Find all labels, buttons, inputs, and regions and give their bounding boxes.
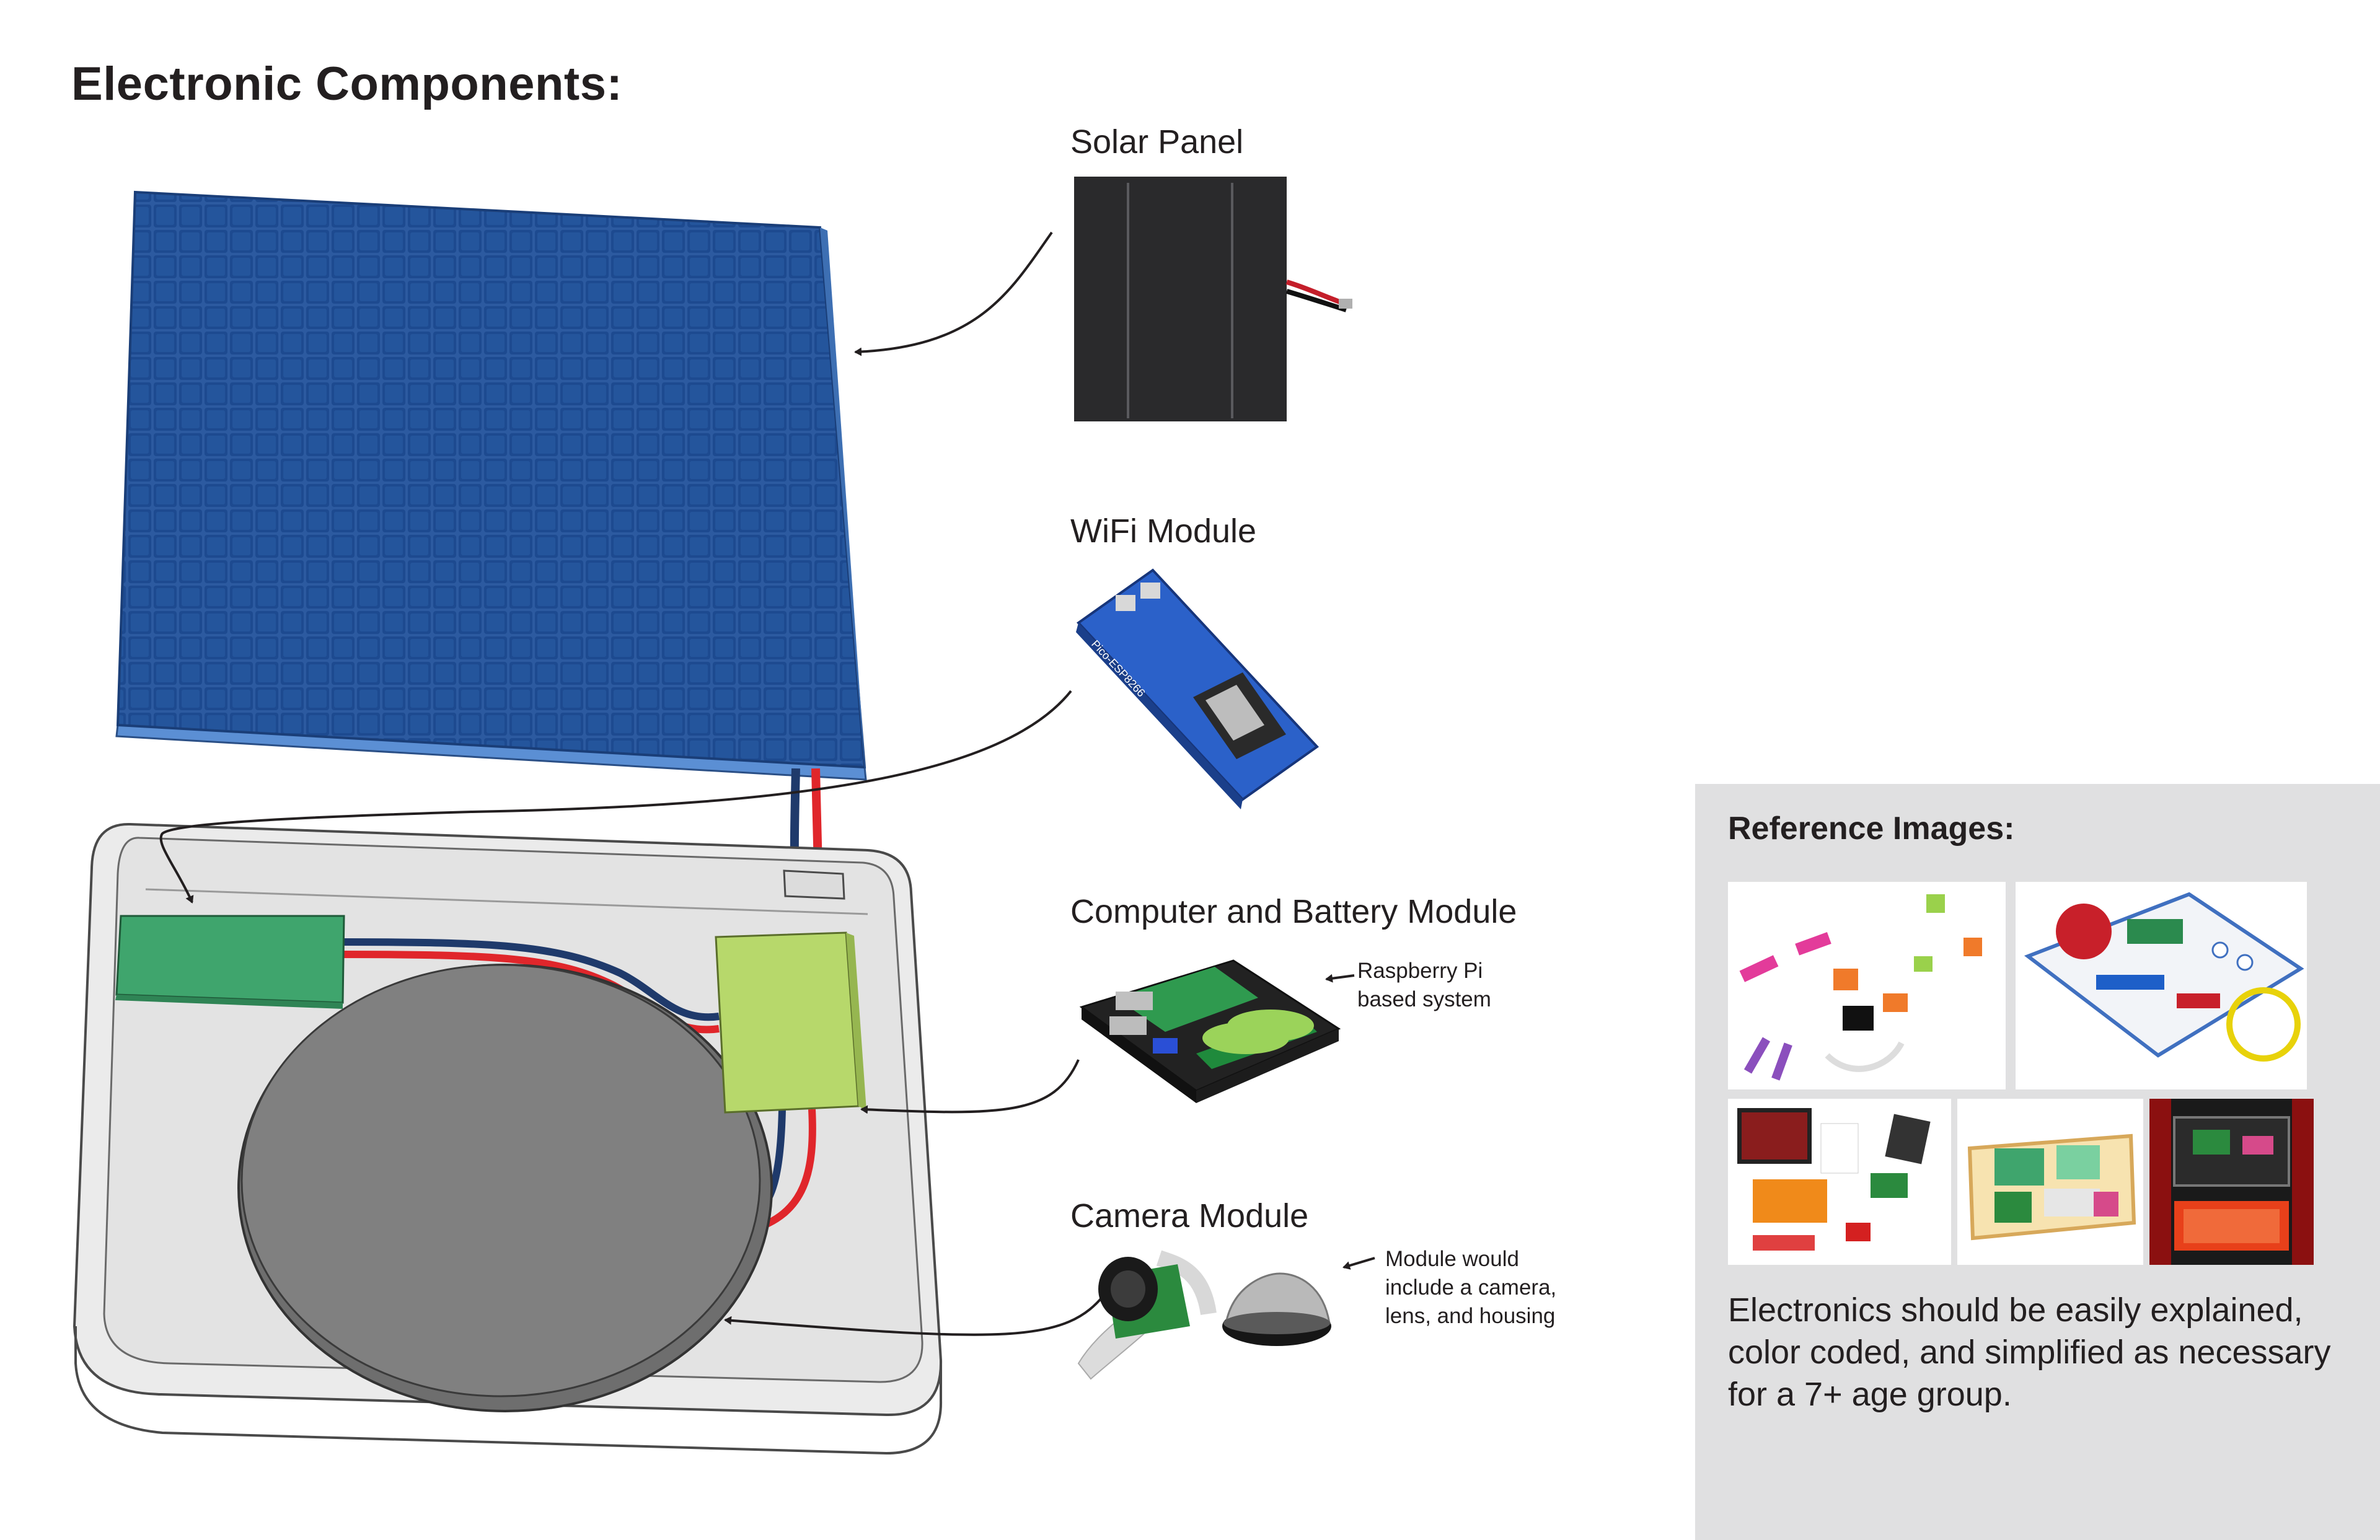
computer-module-block: [715, 931, 866, 1114]
arrow-icon: [159, 690, 1072, 904]
reference-image-2: [2016, 882, 2307, 1089]
arrow-icon: [1342, 1257, 1375, 1270]
computer-module-label: Computer and Battery Module: [1070, 893, 1517, 930]
camera-module-label: Camera Module: [1070, 1197, 1309, 1234]
reference-image-1: [1728, 882, 2006, 1089]
solar-panel-label: Solar Panel: [1070, 123, 1244, 161]
arrow-icon: [860, 1059, 1080, 1114]
reference-image-5: [2149, 1099, 2314, 1265]
reference-title: Reference Images:: [1728, 811, 2015, 847]
arrow-icon: [724, 1291, 1108, 1336]
raspberry-pi-photo: [1079, 959, 1341, 1103]
camera-note: Module would include a camera, lens, and…: [1385, 1247, 1557, 1328]
camera-lens-drawing: [237, 964, 773, 1412]
raspberry-pi-note: Raspberry Pi based system: [1357, 959, 1491, 1011]
solar-panel-photo: [1074, 177, 1352, 421]
reference-panel: Reference Images:: [1695, 784, 2380, 1540]
camera-photos: [1077, 1250, 1331, 1380]
reference-image-3: [1728, 1099, 1951, 1265]
wifi-module-photo: Pico-ESP8266: [1076, 568, 1320, 809]
reference-image-4: [1957, 1099, 2143, 1265]
reference-caption: Electronics should be easily explained, …: [1728, 1291, 2331, 1413]
connector-arrows: [159, 231, 1375, 1336]
wifi-module-label: WiFi Module: [1070, 513, 1257, 550]
solar-panel-drawing: [115, 190, 867, 781]
arrow-icon: [1325, 974, 1355, 983]
page-title: Electronic Components:: [71, 58, 623, 110]
arrow-icon: [854, 231, 1053, 356]
wifi-module-block: [115, 915, 345, 1009]
